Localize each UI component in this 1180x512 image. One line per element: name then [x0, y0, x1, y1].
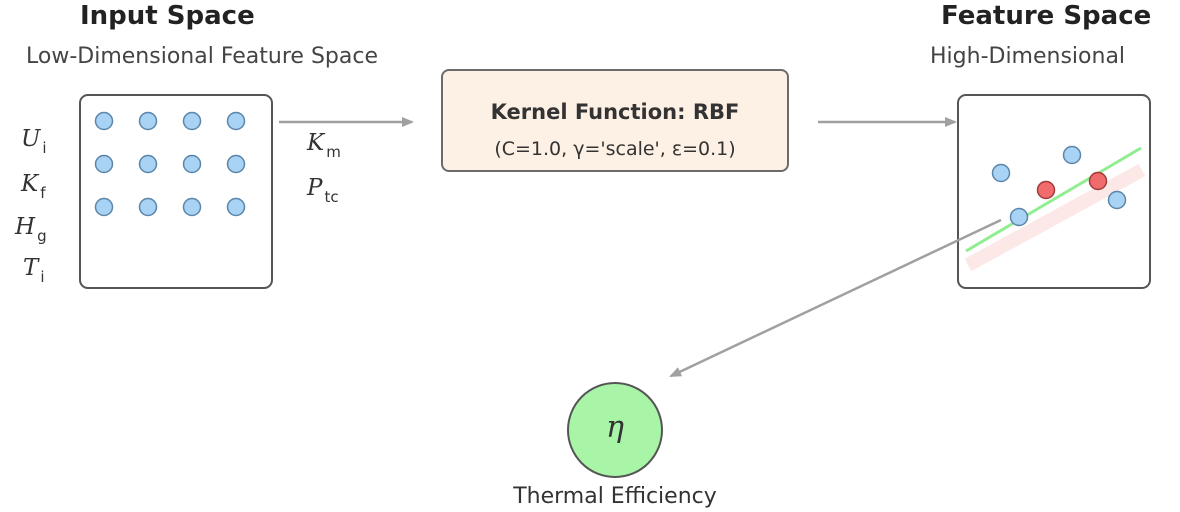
input-space-title: Input Space	[80, 1, 255, 31]
output-symbol: η	[606, 410, 624, 445]
input-space-subtitle: Low-Dimensional Feature Space	[26, 44, 378, 69]
input-point	[226, 111, 246, 131]
output-node	[567, 382, 663, 478]
feature-space-title: Feature Space	[941, 1, 1152, 31]
kernel-params: (C=1.0, γ='scale', ε=0.1)	[494, 138, 736, 160]
arrow-feature-to-output	[669, 218, 1002, 378]
hyperplane-line	[965, 146, 1142, 253]
kernel-function-box: Kernel Function: RBF (C=1.0, γ='scale', …	[441, 69, 789, 172]
input-point	[226, 154, 246, 174]
input-points-grid	[94, 111, 246, 217]
feature-point-blue	[1009, 207, 1029, 227]
feature-point-red	[1036, 180, 1056, 200]
input-point	[182, 154, 202, 174]
input-space-box	[79, 94, 273, 289]
feature-point-blue	[1062, 145, 1082, 165]
feature-point-blue	[991, 163, 1011, 183]
feature-space-subtitle: High-Dimensional	[930, 44, 1126, 69]
kernel-title: Kernel Function: RBF	[490, 100, 740, 124]
input-point	[182, 197, 202, 217]
input-point	[94, 197, 114, 217]
input-point	[182, 111, 202, 131]
input-point	[138, 111, 158, 131]
input-point	[94, 111, 114, 131]
input-point	[138, 197, 158, 217]
input-point	[94, 154, 114, 174]
feature-point-blue	[1107, 190, 1127, 210]
feature-point-red	[1088, 171, 1108, 191]
input-point	[138, 154, 158, 174]
input-point	[226, 197, 246, 217]
output-label: Thermal Efficiency	[513, 484, 717, 509]
margin-band	[964, 163, 1146, 272]
